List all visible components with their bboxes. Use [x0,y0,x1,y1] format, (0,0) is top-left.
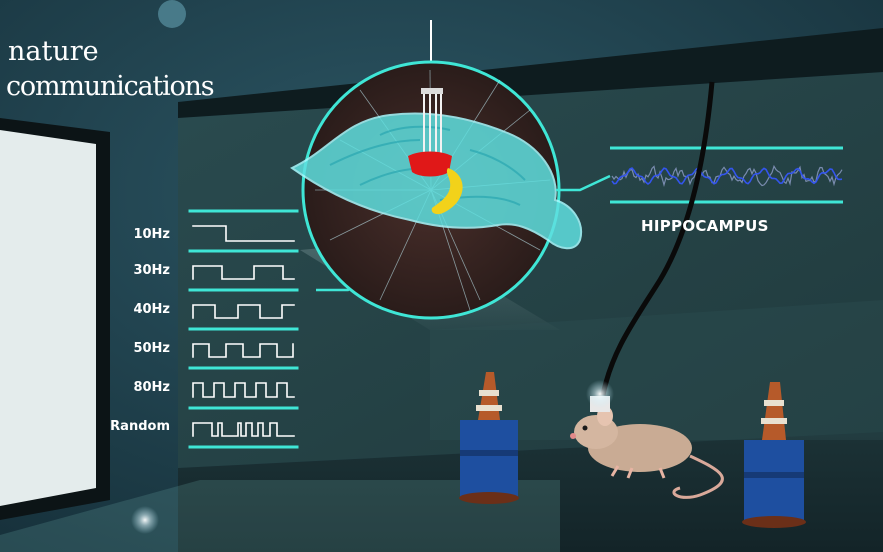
hippocampus-signal [610,146,843,204]
hippocampus-shape [431,168,463,215]
cone-right [742,382,806,528]
label-10hz: 10Hz [133,227,170,242]
stimulation-traces [188,209,299,449]
label-40hz: 40Hz [133,302,170,317]
label-80hz: 80Hz [133,380,170,395]
brain-illustration [290,112,583,250]
tether-cable [600,81,715,396]
hippocampus-label: HIPPOCAMPUS [641,217,769,235]
mouse [570,380,724,499]
label-30hz: 30Hz [133,263,170,278]
cone-left [459,372,519,504]
stimulation-site [408,151,452,177]
electrode-array [421,88,443,160]
label-random: Random [110,419,170,434]
brand-line2: communications [6,71,214,102]
label-50hz: 50Hz [133,341,170,356]
connector-line [556,174,611,192]
brand-line1: nature [8,36,99,67]
